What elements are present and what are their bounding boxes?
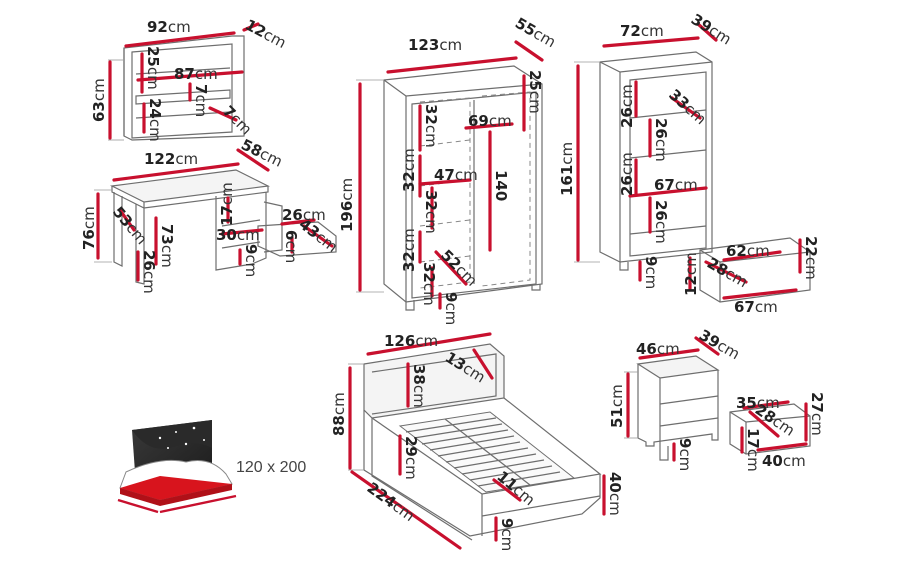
desk-width-label: 122cm — [144, 150, 198, 168]
bookcase-width-label: 72cm — [620, 22, 664, 40]
nightstand-drawing — [624, 336, 811, 462]
bed-frame-height-label: 29cm — [402, 436, 420, 480]
wardrobe-shelf4-label: 32cm — [400, 228, 418, 272]
wardrobe-shelf2-label: 32cm — [400, 148, 418, 192]
nightstand-drawer-front-label: 17cm — [744, 428, 762, 472]
nightstand-drawer-height-label: 27cm — [808, 392, 826, 436]
shelf-inner-width-label: 87cm — [174, 65, 218, 83]
nightstand-labels: 46cm 39cm 51cm 35cm 28cm 27cm 17cm 40cm … — [608, 326, 826, 472]
wardrobe-bottom-label: 32cm — [420, 262, 438, 306]
wardrobe-shelf-width-label: 47cm — [434, 166, 478, 184]
wardrobe-top-gap-label: 25cm — [526, 70, 544, 114]
bookcase-shelf-h3-label: 26cm — [618, 152, 636, 196]
shelf-height-label: 63cm — [90, 78, 108, 122]
nightstand-drawer-outer-width-label: 40cm — [762, 452, 806, 470]
desk-height-label: 76cm — [80, 206, 98, 250]
bookcase-shelf-depth-label: 33cm — [665, 86, 710, 129]
nightstand-width-label: 46cm — [636, 340, 680, 358]
desk-drawer-width-label: 30cm — [216, 226, 260, 244]
nightstand-height-label: 51cm — [608, 384, 626, 428]
desk-drawer-inner-height-label: 6cm — [282, 230, 300, 263]
bookcase-height-label: 161cm — [558, 142, 576, 196]
desk-labels: 122cm 58cm 76cm 53cm 73cm 26cm 17cm 30cm… — [80, 135, 341, 293]
wardrobe-drawing — [356, 40, 544, 311]
wardrobe-labels: 123cm 55cm 196cm 25cm 32cm 69cm 32cm 47c… — [338, 14, 559, 325]
shelf-width-label: 92cm — [147, 18, 191, 36]
bookcase-shelf-h2-label: 26cm — [652, 118, 670, 162]
bookcase-drawing — [574, 22, 811, 303]
desk-plinth-label: 9cm — [242, 244, 260, 277]
bed-length-label: 224cm — [364, 479, 418, 525]
shelf-top-gap-label: 25cm — [144, 46, 162, 90]
bed-height-label: 88cm — [330, 392, 348, 436]
bed-slats — [398, 411, 576, 493]
bookcase-drawer-width-label: 62cm — [726, 242, 770, 260]
desk-drawer-height-label: 17cm — [218, 182, 236, 226]
desk-drawer-inner-width-label: 26cm — [282, 206, 326, 224]
shelf-depth-label: 12cm — [242, 16, 289, 52]
nightstand-drawer-width-label: 35cm — [736, 394, 780, 412]
wall-shelf-labels: 92cm 12cm 63cm 25cm 87cm 7cm 24cm 7cm — [90, 16, 289, 142]
wardrobe-shelf1-label: 32cm — [422, 104, 440, 148]
wardrobe-rail-width-label: 69cm — [468, 112, 512, 130]
bookcase-drawer-front-label: 12cm — [682, 252, 700, 296]
mattress-size-label: 120 x 200 — [236, 459, 306, 476]
bed-side-height-label: 40cm — [606, 472, 624, 516]
shelf-mid-gap-label: 7cm — [192, 84, 210, 117]
desk-knee-height-label: 73cm — [158, 224, 176, 268]
bookcase-shelf-h4-label: 26cm — [652, 200, 670, 244]
bed-headboard-height-label: 38cm — [410, 364, 428, 408]
wardrobe-height-label: 196cm — [338, 178, 356, 232]
mattress-icon — [117, 420, 237, 514]
shelf-lower-gap-label: 24cm — [146, 98, 164, 142]
nightstand-feet-label: 9cm — [676, 438, 694, 471]
wardrobe-feet-label: 9cm — [442, 292, 460, 325]
bookcase-feet-label: 9cm — [642, 256, 660, 289]
bookcase-drawer-outer-width-label: 67cm — [734, 298, 778, 316]
bed-width-label: 126cm — [384, 332, 438, 350]
bookcase-depth-label: 39cm — [688, 10, 735, 48]
bookcase-shelf-h1-label: 26cm — [618, 84, 636, 128]
bookcase-shelf-width-label: 67cm — [654, 176, 698, 194]
wardrobe-shelf3-label: 32cm — [422, 190, 440, 234]
wall-shelf-drawing — [108, 22, 260, 141]
desk-drawing — [94, 148, 337, 285]
wardrobe-hanging-height-label: 140 — [492, 170, 510, 201]
bed-drawing — [348, 332, 606, 550]
bookcase-labels: 72cm 39cm 161cm 26cm 33cm 26cm 26cm 67cm… — [558, 10, 820, 316]
bed-feet-label: 9cm — [498, 518, 516, 551]
bookcase-drawer-height-label: 22cm — [802, 236, 820, 280]
desk-base-height-label: 26cm — [140, 250, 158, 294]
wardrobe-width-label: 123cm — [408, 36, 462, 54]
nightstand-depth-label: 39cm — [696, 326, 743, 363]
